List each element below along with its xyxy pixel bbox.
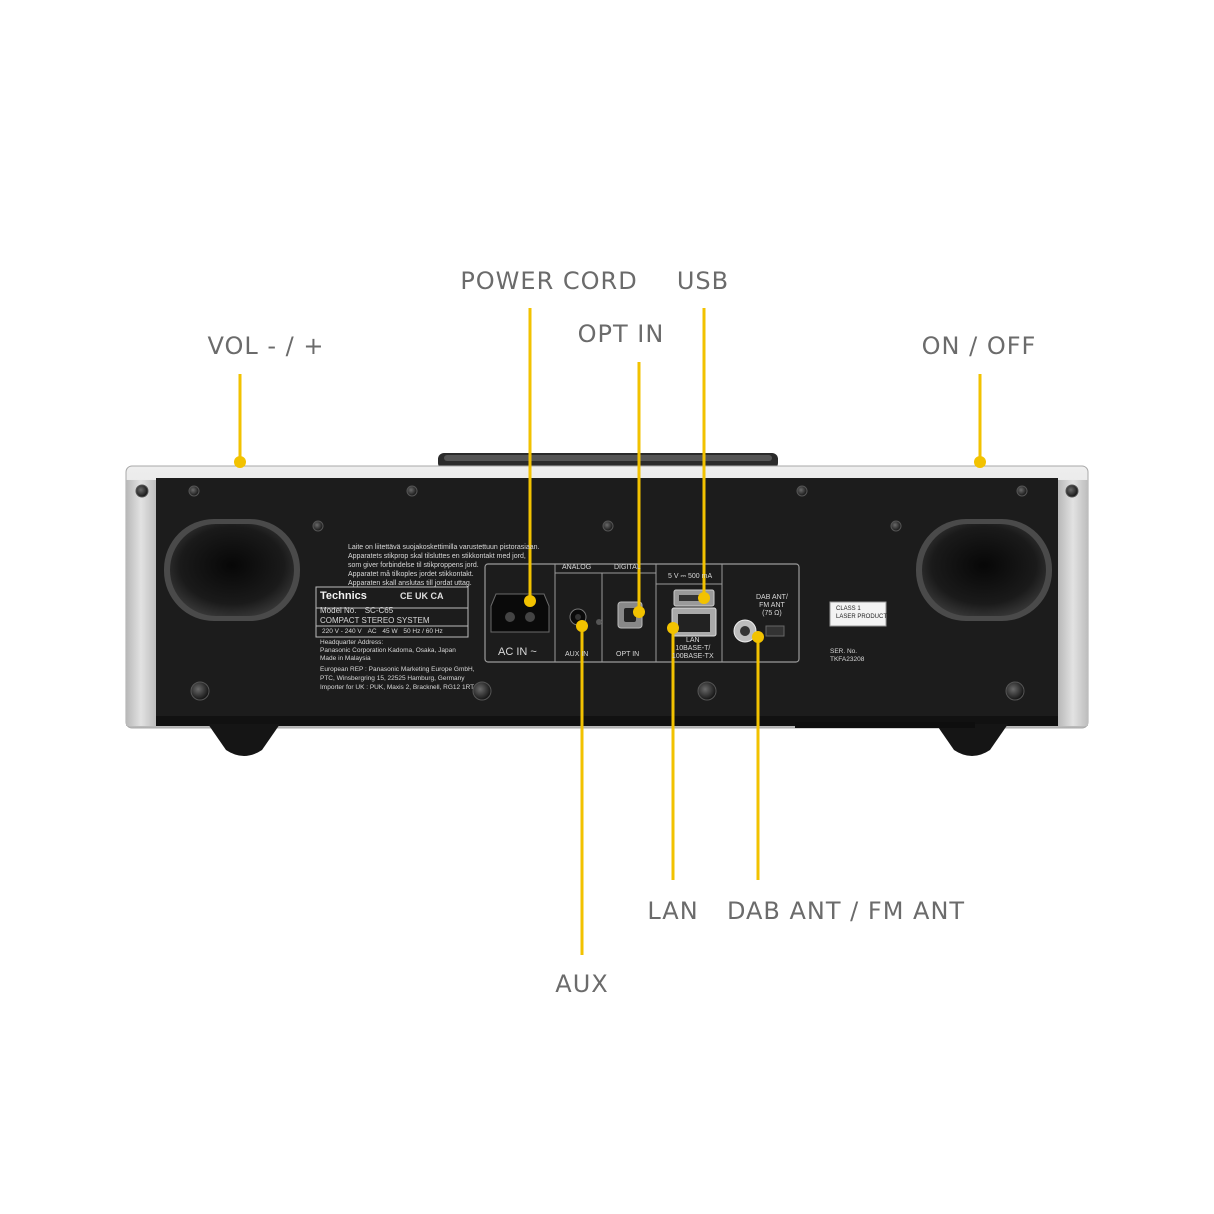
device-body: [125, 465, 1089, 729]
bass-port-right: [916, 519, 1052, 621]
laser-label-text: CLASS 1 LASER PRODUCT: [836, 606, 888, 620]
power-spec: 220 V - 240 V AC 45 W 50 Hz / 60 Hz: [322, 628, 443, 635]
device-feet: [208, 722, 1008, 756]
eu-rep-address: European REP : Panasonic Marketing Europ…: [320, 666, 475, 691]
ac-in-label: AC IN ~: [498, 646, 537, 658]
callout-usb: USB: [676, 267, 730, 295]
lan-port: [671, 607, 717, 637]
cert-marks: CE UK CA: [400, 591, 444, 601]
rear-panel: [156, 478, 1058, 724]
aux-in-label: AUX IN: [565, 651, 589, 658]
warning-text: Laite on liitettävä suojakoskettimilla v…: [348, 544, 540, 587]
lan-label: LAN 10BASE-T/ 100BASE-TX: [672, 637, 714, 660]
antenna-label: DAB ANT/ FM ANT (75 Ω): [756, 594, 788, 617]
model-line: Model No. SC-C65: [320, 606, 394, 615]
antenna-connector: [733, 619, 785, 643]
laser-label: [829, 601, 887, 627]
leader-lines: [234, 308, 986, 955]
callout-lan: LAN: [647, 897, 699, 925]
rating-label-box: [315, 586, 469, 638]
callout-opt-in: OPT IN: [577, 320, 665, 348]
screws: [135, 484, 1079, 701]
product-name: COMPACT STEREO SYSTEM: [320, 616, 430, 625]
analog-label: ANALOG: [562, 564, 592, 571]
top-disc-lid: [438, 453, 778, 469]
hq-address: Headquarter Address: Panasonic Corporati…: [320, 639, 456, 662]
callout-power-cord: POWER CORD: [460, 267, 638, 295]
callout-dab-fm-ant: DAB ANT / FM ANT: [726, 897, 966, 925]
opt-in-label: OPT IN: [616, 651, 640, 658]
usb-spec: 5 V ⎓ 500 mA: [668, 573, 713, 580]
serial-number: SER. No. TKFA23208: [830, 648, 865, 663]
bass-port-left: [164, 519, 300, 621]
callout-aux: AUX: [555, 970, 609, 998]
brand-logo: Technics: [320, 590, 367, 602]
ac-inlet: [490, 593, 550, 633]
callout-vol: VOL - / +: [207, 332, 325, 360]
callout-on-off: ON / OFF: [921, 332, 1037, 360]
digital-label: DIGITAL: [614, 564, 641, 571]
